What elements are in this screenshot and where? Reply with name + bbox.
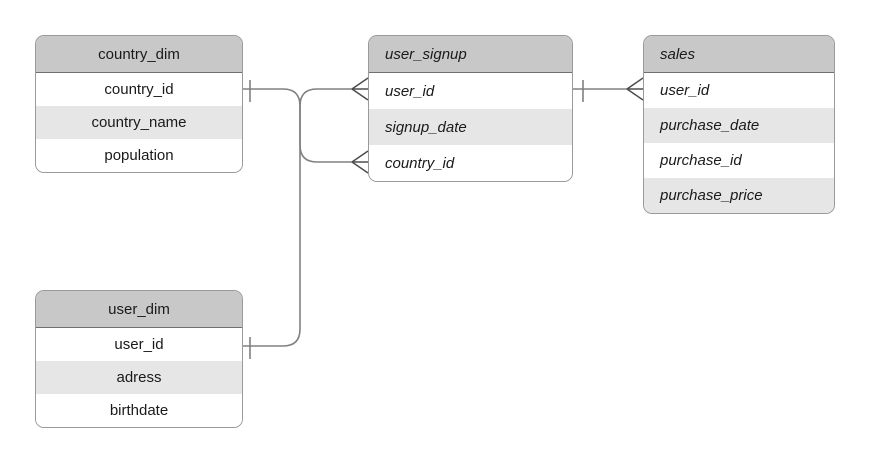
column-country_dim-population[interactable]: population xyxy=(36,139,242,172)
column-user_signup-user_id[interactable]: user_id xyxy=(369,73,572,109)
column-sales-purchase_date[interactable]: purchase_date xyxy=(644,108,834,143)
column-sales-purchase_id[interactable]: purchase_id xyxy=(644,143,834,178)
column-user_dim-birthdate[interactable]: birthdate xyxy=(36,394,242,427)
entity-title-user_dim: user_dim xyxy=(36,291,242,328)
column-country_dim-country_id[interactable]: country_id xyxy=(36,73,242,106)
connector-country-dim-branch xyxy=(282,88,352,163)
entity-title-sales: sales xyxy=(644,36,834,73)
column-user_dim-user_id[interactable]: user_id xyxy=(36,328,242,361)
connector-user-dim-to-user-signup xyxy=(282,88,352,347)
column-sales-purchase_price[interactable]: purchase_price xyxy=(644,178,834,213)
crows-foot-1 xyxy=(351,150,369,174)
column-country_dim-country_name[interactable]: country_name xyxy=(36,106,242,139)
column-user_dim-adress[interactable]: adress xyxy=(36,361,242,394)
column-user_signup-signup_date[interactable]: signup_date xyxy=(369,109,572,145)
crows-foot-0 xyxy=(351,77,369,101)
crows-foot-2 xyxy=(626,77,644,101)
column-user_signup-country_id[interactable]: country_id xyxy=(369,145,572,181)
column-sales-user_id[interactable]: user_id xyxy=(644,73,834,108)
entity-title-country_dim: country_dim xyxy=(36,36,242,73)
entity-title-user_signup: user_signup xyxy=(369,36,572,73)
